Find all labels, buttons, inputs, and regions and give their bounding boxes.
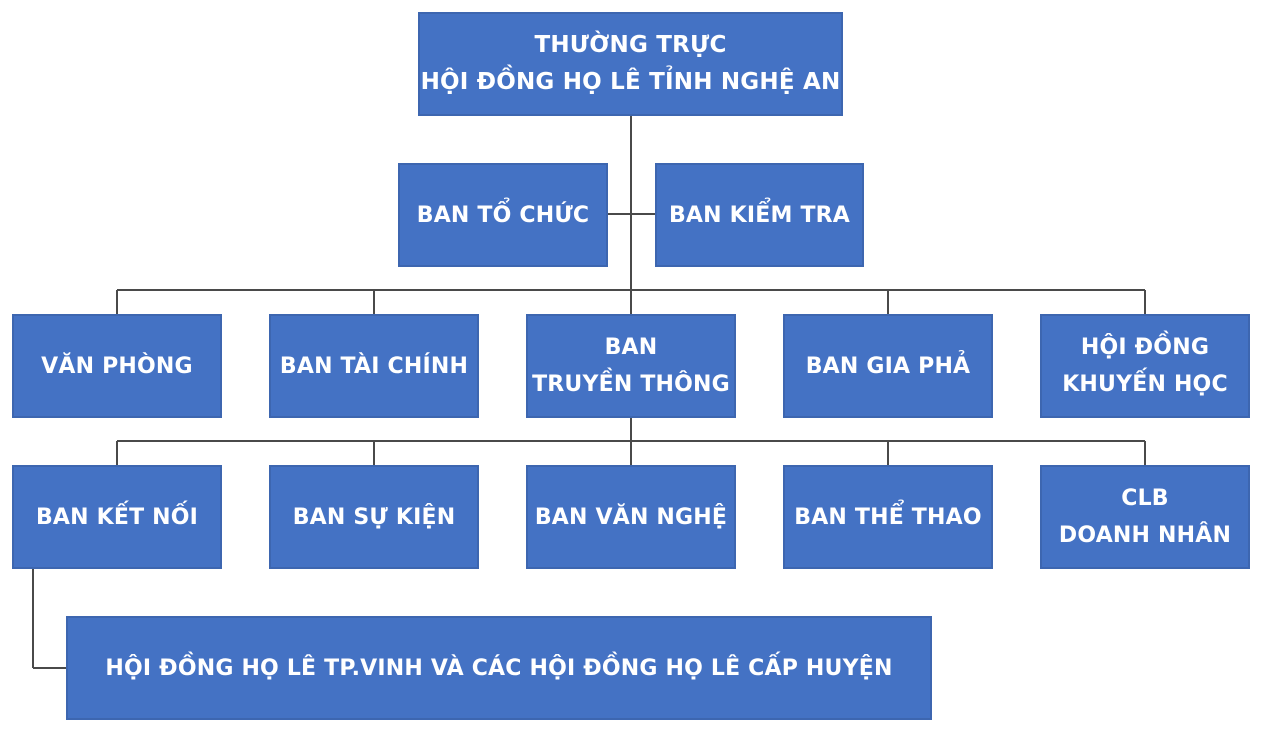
node-art-board: BAN VĂN NGHỆ [526, 465, 736, 569]
node-education-council: HỘI ĐỒNG KHUYẾN HỌC [1040, 314, 1250, 418]
node-line: HỘI ĐỒNG HỌ LÊ TỈNH NGHỆ AN [420, 69, 841, 95]
node-line: BAN KIỂM TRA [668, 202, 851, 228]
node-business-club: CLB DOANH NHÂN [1040, 465, 1250, 569]
node-standing-committee: THƯỜNG TRỰC HỘI ĐỒNG HỌ LÊ TỈNH NGHỆ AN [418, 12, 843, 116]
node-line: HỘI ĐỒNG [1080, 335, 1210, 360]
node-media-board: BAN TRUYỀN THÔNG [526, 314, 736, 418]
node-genealogy-board: BAN GIA PHẢ [783, 314, 993, 418]
node-line: BAN [604, 335, 658, 360]
node-line: KHUYẾN HỌC [1062, 372, 1228, 397]
node-line: CLB [1121, 486, 1169, 511]
node-connection-board: BAN KẾT NỐI [12, 465, 222, 569]
node-line: BAN GIA PHẢ [805, 353, 971, 379]
node-line: VĂN PHÒNG [41, 353, 193, 379]
node-line: DOANH NHÂN [1058, 523, 1232, 548]
node-event-board: BAN SỰ KIỆN [269, 465, 479, 569]
node-line: BAN TÀI CHÍNH [279, 353, 469, 379]
node-line: HỘI ĐỒNG HỌ LÊ TP.VINH VÀ CÁC HỘI ĐỒNG H… [105, 655, 893, 681]
node-line: BAN SỰ KIỆN [292, 504, 456, 530]
node-line: BAN THỂ THAO [794, 504, 982, 530]
node-line: TRUYỀN THÔNG [532, 372, 730, 397]
node-sports-board: BAN THỂ THAO [783, 465, 993, 569]
node-line: BAN VĂN NGHỆ [534, 504, 728, 530]
node-line: THƯỜNG TRỰC [534, 32, 727, 58]
node-organization-board: BAN TỔ CHỨC [398, 163, 608, 267]
node-office: VĂN PHÒNG [12, 314, 222, 418]
node-local-councils: HỘI ĐỒNG HỌ LÊ TP.VINH VÀ CÁC HỘI ĐỒNG H… [66, 616, 932, 720]
node-line: BAN TỔ CHỨC [416, 202, 590, 228]
node-inspection-board: BAN KIỂM TRA [655, 163, 864, 267]
node-line: BAN KẾT NỐI [35, 504, 199, 530]
node-finance-board: BAN TÀI CHÍNH [269, 314, 479, 418]
